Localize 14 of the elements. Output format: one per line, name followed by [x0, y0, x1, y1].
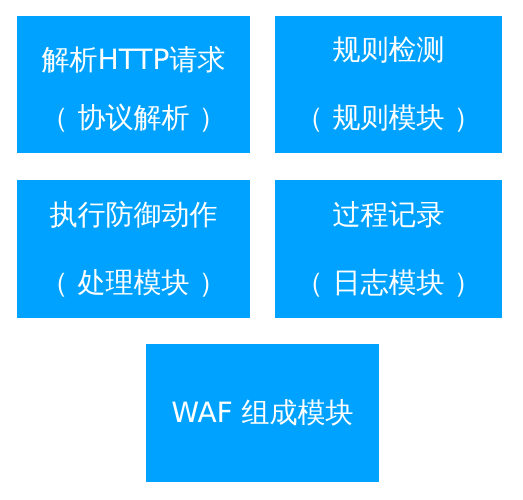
module-box: [17, 180, 250, 318]
module-box: [275, 16, 502, 153]
module-subtitle: （ 处理模块 ）: [40, 266, 226, 300]
module-subtitle: （ 规则模块 ）: [296, 101, 482, 135]
module-subtitle: （ 协议解析 ）: [40, 101, 226, 135]
module-box: [17, 16, 250, 153]
module-box: [146, 344, 379, 482]
module-title: WAF 组成模块: [171, 396, 354, 430]
module-subtitle: （ 日志模块 ）: [296, 266, 482, 300]
module-box: [275, 180, 502, 318]
module-title: 执行防御动作: [50, 198, 218, 232]
module-title: 解析HTTP请求: [42, 43, 226, 77]
module-title: 过程记录: [332, 198, 444, 232]
module-title: 规则检测: [332, 33, 444, 67]
